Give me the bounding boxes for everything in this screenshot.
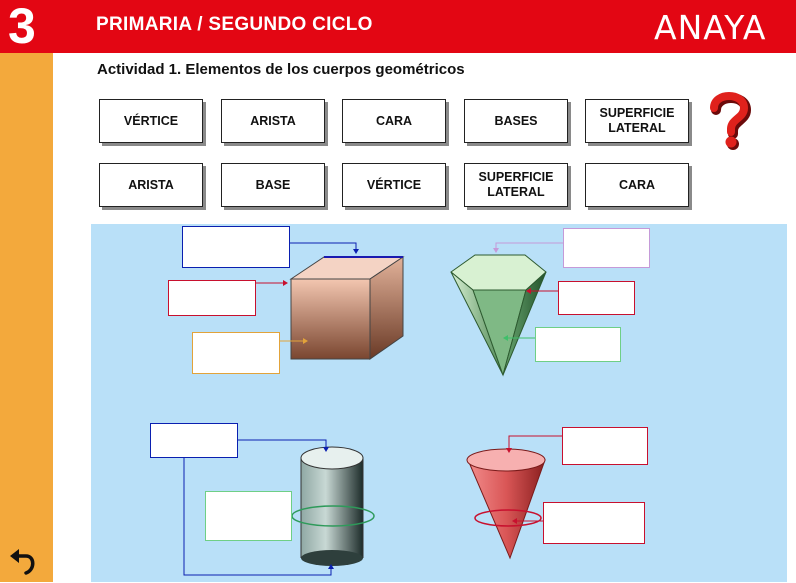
cone-shape [466, 448, 546, 560]
left-sidebar [0, 53, 53, 582]
chip-vertice[interactable]: VÉRTICE [99, 99, 203, 143]
chip-vertice-2[interactable]: VÉRTICE [342, 163, 446, 207]
drop-slot-pyramid-edge[interactable] [558, 281, 635, 315]
back-button[interactable] [8, 546, 42, 578]
activity-title: Actividad 1. Elementos de los cuerpos ge… [97, 61, 465, 78]
header-bar: 3 PRIMARIA / SEGUNDO CICLO ANAYA [0, 0, 796, 54]
chip-cara-2[interactable]: CARA [585, 163, 689, 207]
drop-slot-cone-lateral[interactable] [543, 502, 645, 544]
grade-number: 3 [8, 0, 36, 54]
chip-bases[interactable]: BASES [464, 99, 568, 143]
chip-arista-2[interactable]: ARISTA [99, 163, 203, 207]
brand-logo: ANAYA [654, 8, 767, 47]
back-arrow-icon [10, 549, 35, 575]
cylinder-shape [291, 446, 375, 566]
cycle-title: PRIMARIA / SEGUNDO CICLO [96, 14, 373, 35]
drop-slot-pyramid-lateral[interactable] [535, 327, 621, 362]
drop-slot-cylinder-bases[interactable] [150, 423, 238, 458]
chip-arista[interactable]: ARISTA [221, 99, 325, 143]
help-button[interactable] [704, 90, 754, 150]
chip-cara[interactable]: CARA [342, 99, 446, 143]
drop-slot-cylinder-lateral[interactable] [205, 491, 292, 541]
question-mark-icon [710, 92, 752, 150]
cube-shape [289, 256, 405, 360]
pyramid-shape [450, 254, 547, 377]
chip-superficie-lateral-2[interactable]: SUPERFICIE LATERAL [464, 163, 568, 207]
drop-slot-cube-edge[interactable] [182, 226, 290, 268]
drop-slot-pyramid-base[interactable] [563, 228, 650, 268]
chip-base[interactable]: BASE [221, 163, 325, 207]
connector-lines [183, 242, 563, 576]
chip-superficie-lateral[interactable]: SUPERFICIE LATERAL [585, 99, 689, 143]
drop-slot-cube-face[interactable] [192, 332, 280, 374]
drop-slot-cube-vertex[interactable] [168, 280, 256, 316]
drop-slot-cone-base[interactable] [562, 427, 648, 465]
